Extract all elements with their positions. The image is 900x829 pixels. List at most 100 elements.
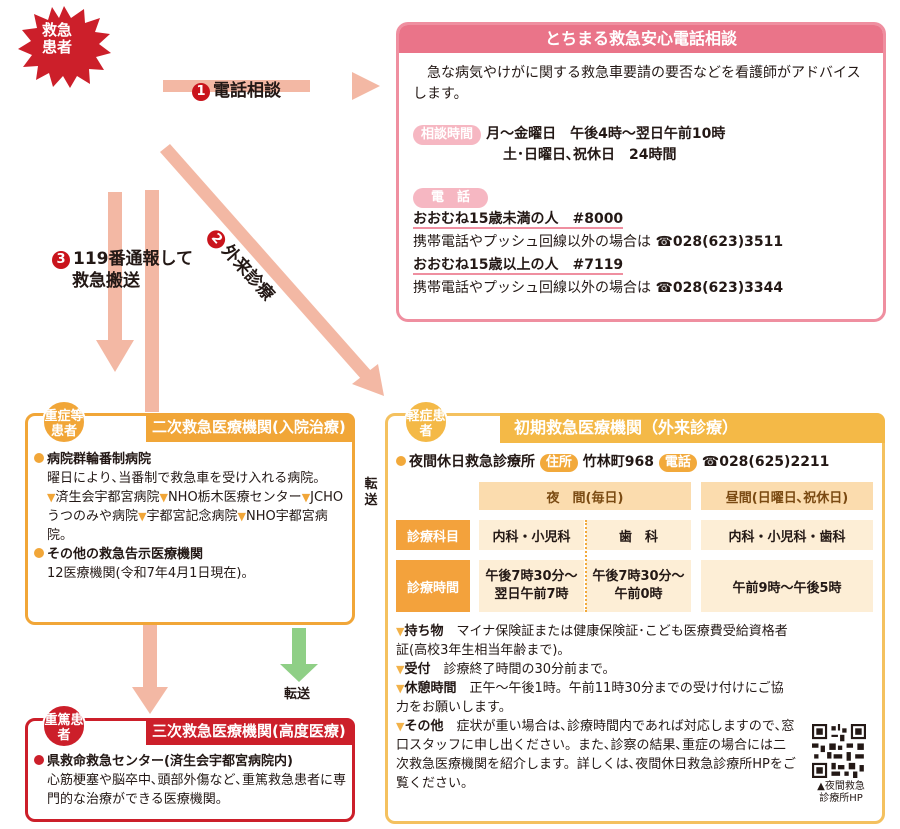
consult-hours-line2: 土･日曜日､祝休日 24時間 — [503, 147, 677, 163]
hospital-list: ▼済生会宇都宮病院▼NHO栃木医療センター▼JCHOうつのみや病院▼宇都宮記念病… — [34, 488, 350, 545]
dept-day: 内科・小児科・歯科 — [701, 520, 873, 550]
phone-consultation-box: とちまる救急安心電話相談 急な病気やけがに関する救急車要請の要否などを看護師がア… — [396, 22, 886, 322]
arrow-outpatient-head — [352, 364, 384, 396]
time-day: 午前9時〜午後5時 — [701, 560, 873, 612]
clinic-name: 夜間休日救急診療所 — [409, 454, 535, 470]
arrow-sec-ter-shaft — [143, 625, 157, 687]
col-day-header: 昼間(日曜日､祝休日) — [701, 482, 873, 510]
flow-phone-text: 電話相談 — [213, 81, 281, 101]
tel-label: 電話 — [658, 454, 697, 472]
consult-hours-label: 相談時間 — [413, 125, 482, 145]
note-text: マイナ保険証または健康保険証･こども医療費受給資格者証(高校3年生相当年齢まで)… — [396, 624, 788, 658]
note-text: 診療終了時間の30分前まで。 — [443, 662, 616, 677]
over15-alt-tel: ☎028(623)3344 — [655, 280, 784, 296]
rotation-hospitals-title: 病院群輪番制病院 — [47, 452, 152, 467]
qr-code-icon[interactable] — [812, 724, 866, 778]
transfer-label-horizontal: 転送 — [284, 687, 311, 702]
hospital-item: NHO宇都宮病院。 — [47, 509, 328, 543]
qr-caption-line1: ▲夜間救急 — [817, 781, 865, 792]
time-night-dental-end: 午前0時 — [614, 587, 663, 602]
triangle-icon: ▼ — [47, 491, 56, 504]
clinic-address: 竹林町968 — [582, 454, 654, 470]
note-item: ▼その他 症状が重い場合は､診療時間内であれば対応しますので､窓口スタッフに申し… — [396, 717, 796, 793]
hospital-item: NHO栃木医療センター — [167, 490, 302, 505]
hospital-item: 済生会宇都宮病院 — [55, 490, 160, 505]
emergency-patient-badge: 救急患者 — [41, 21, 72, 56]
time-night-internal: 午後7時30分〜 翌日午前7時 — [479, 560, 584, 612]
under15-alt-tel: ☎028(623)3511 — [655, 234, 784, 250]
qr-caption-line2: 診療所HP — [819, 793, 863, 804]
tel-label-row: 電 話 — [413, 186, 489, 208]
arrow-ambulance-shaft-2 — [145, 190, 159, 412]
critical-center-desc: 心筋梗塞や脳卒中､頭部外傷など､重篤救急患者に専門的な治療ができる医療機関。 — [47, 773, 347, 807]
note-text: 正午〜午後1時。午前11時30分までの受け付けにご協力をお願いします。 — [396, 681, 784, 715]
primary-care-box — [385, 413, 885, 824]
tel-label: 電 話 — [413, 188, 489, 208]
triangle-icon: ▼ — [396, 682, 405, 695]
triangle-icon: ▼ — [396, 720, 405, 733]
under15-alt-text: 携帯電話やプッシュ回線以外の場合は — [413, 234, 651, 250]
bullet-icon — [34, 755, 44, 765]
other-hospitals-title: その他の救急告示医療機関 — [47, 547, 204, 562]
rotation-hospitals-desc: 曜日により､当番制で救急車を受け入れる病院。 — [47, 471, 327, 486]
num-3: 3 — [52, 251, 70, 269]
phone-box-title: とちまる救急安心電話相談 — [399, 25, 883, 53]
arrow-sec-ter-head — [132, 687, 168, 714]
primary-care-title: 初期救急医療機関（外来診療） — [500, 413, 885, 443]
over15-alt-text: 携帯電話やプッシュ回線以外の場合は — [413, 280, 651, 296]
time-night-internal-end: 翌日午前7時 — [494, 587, 569, 602]
note-text: 症状が重い場合は､診療時間内であれば対応しますので､窓口スタッフに申し出ください… — [396, 719, 796, 791]
note-item: ▼休憩時間 正午〜午後1時。午前11時30分までの受け付けにご協力をお願いします… — [396, 679, 796, 717]
note-item: ▼受付 診療終了時間の30分前まで。 — [396, 660, 796, 679]
num-1: 1 — [192, 83, 210, 101]
phone-box-intro: 急な病気やけがに関する救急車要請の要否などを看護師がアドバイスします。 — [413, 65, 861, 102]
under15-alt-line: 携帯電話やプッシュ回線以外の場合は ☎028(623)3511 — [413, 232, 783, 253]
arrow-ambulance-head — [96, 340, 134, 372]
under15-line: おおむね15歳未満の人 #8000 — [413, 209, 624, 230]
arrow-transfer-head — [280, 664, 318, 682]
note-label: 休憩時間 — [404, 681, 457, 696]
clinic-tel: ☎028(625)2211 — [701, 454, 830, 470]
time-night-dental: 午後7時30分〜 午前0時 — [586, 560, 691, 612]
dept-night-internal: 内科・小児科 — [479, 520, 584, 550]
over15-line: おおむね15歳以上の人 #7119 — [413, 255, 624, 276]
consult-hours-row: 相談時間 月〜金曜日 午後4時〜翌日午前10時 — [413, 123, 725, 145]
triangle-icon: ▼ — [301, 491, 311, 504]
note-label: 受付 — [404, 662, 431, 677]
clinic-info-row: 夜間休日救急診療所 住所 竹林町968 電話 ☎028(625)2211 — [396, 451, 829, 472]
time-night-internal-start: 午後7時30分〜 — [485, 569, 578, 584]
triangle-icon: ▼ — [237, 510, 246, 523]
table-divider — [585, 520, 587, 612]
triangle-icon: ▼ — [396, 663, 405, 676]
secondary-care-content: 病院群輪番制病院 曜日により､当番制で救急車を受け入れる病院。 ▼済生会宇都宮病… — [34, 450, 350, 583]
tertiary-care-title: 三次救急医療機関(高度医療) — [146, 718, 355, 745]
qr-caption: ▲夜間救急 診療所HP — [806, 781, 876, 805]
hospital-item: 宇都宮記念病院 — [146, 509, 238, 524]
under15-number: おおむね15歳未満の人 #8000 — [413, 211, 624, 229]
triangle-icon: ▼ — [138, 510, 147, 523]
primary-notes: ▼持ち物 マイナ保険証または健康保険証･こども医療費受給資格者証(高校3年生相当… — [396, 622, 796, 793]
triangle-icon: ▼ — [159, 491, 168, 504]
col-night-header: 夜 間(毎日) — [479, 482, 691, 510]
note-item: ▼持ち物 マイナ保険証または健康保険証･こども医療費受給資格者証(高校3年生相当… — [396, 622, 796, 660]
consult-hours-line1: 月〜金曜日 午後4時〜翌日午前10時 — [486, 126, 726, 142]
mild-patient-badge: 軽症患者 — [404, 400, 448, 444]
secondary-care-box — [25, 413, 355, 625]
other-hospitals-desc: 12医療機関(令和7年4月1日現在)。 — [47, 566, 255, 581]
arrow-transfer-shaft — [292, 628, 306, 668]
address-label: 住所 — [539, 454, 578, 472]
triangle-icon: ▼ — [396, 625, 405, 638]
arrow-ambulance-shaft — [108, 192, 122, 340]
bullet-icon — [34, 548, 44, 558]
arrow-phone-head — [352, 72, 380, 100]
row-dept-header: 診療科目 — [396, 520, 470, 550]
hospital-item: JCHOうつのみや病院 — [47, 490, 344, 524]
row-time-header: 診療時間 — [396, 560, 470, 612]
emergency-starburst — [18, 6, 111, 88]
moderate-patient-badge: 重症等患者 — [42, 400, 86, 444]
flow-ambulance-line2: 救急搬送 — [72, 271, 140, 291]
transfer-label-vertical: 転送 — [364, 477, 378, 508]
